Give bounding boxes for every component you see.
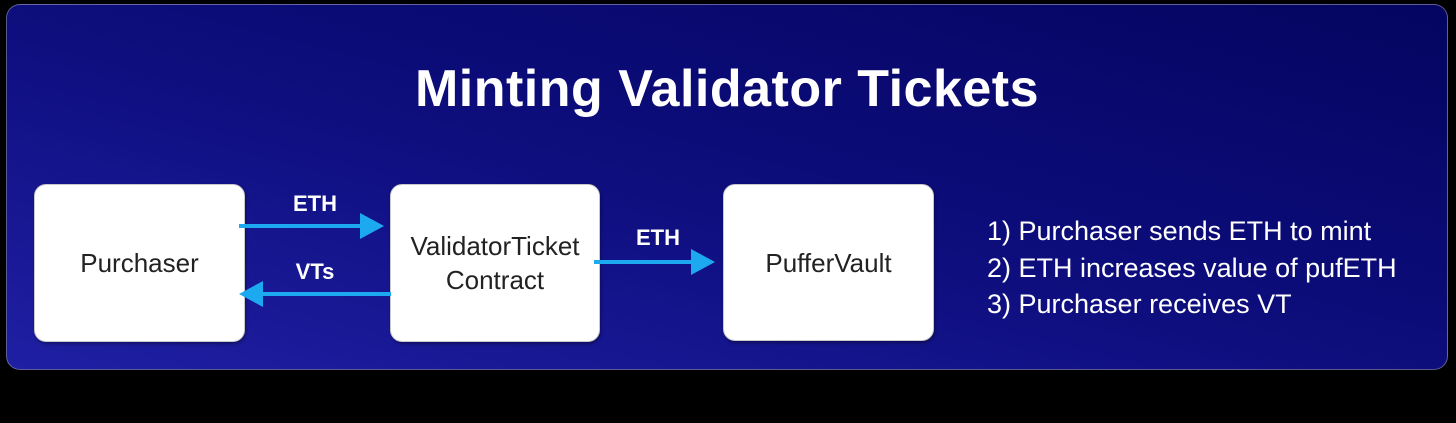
arrow-head-right-icon <box>360 213 384 239</box>
node-validator-ticket-contract-label: ValidatorTicket Contract <box>410 231 580 295</box>
arrow-line-contract-to-purchaser <box>263 292 391 296</box>
arrow-line-purchaser-to-contract <box>239 224 367 228</box>
node-puffer-vault-label: PufferVault <box>765 247 892 278</box>
node-purchaser: Purchaser <box>34 184 245 342</box>
arrow-line-contract-to-vault <box>594 260 698 264</box>
step-1: 1) Purchaser sends ETH to mint <box>987 216 1372 246</box>
node-purchaser-label: Purchaser <box>80 248 199 278</box>
diagram-title: Minting Validator Tickets <box>414 60 1040 118</box>
diagram-panel: Minting Validator Tickets Purchaser Vali… <box>6 4 1448 370</box>
arrow-label-eth-contract-to-vault: ETH <box>636 225 680 250</box>
arrow-label-eth-purchaser-to-contract: ETH <box>293 191 337 216</box>
step-2: 2) ETH increases value of pufETH <box>987 252 1397 283</box>
arrow-head-left-icon <box>239 281 263 307</box>
step-3: 3) Purchaser receives VT <box>987 289 1292 319</box>
arrow-label-vts-contract-to-purchaser: VTs <box>295 259 335 284</box>
arrow-head-right-icon <box>691 249 715 275</box>
node-puffer-vault: PufferVault <box>723 184 934 341</box>
steps-list: 1) Purchaser sends ETH to mint 2) ETH in… <box>987 213 1456 323</box>
node-validator-ticket-contract: ValidatorTicket Contract <box>390 184 600 342</box>
